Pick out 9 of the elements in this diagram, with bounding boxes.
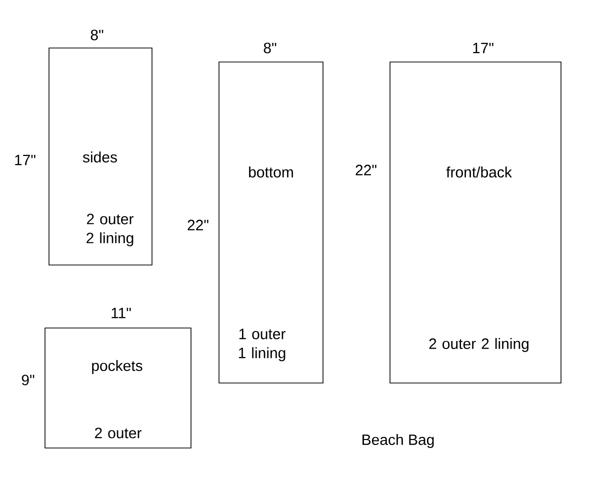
dimension-label: 22" xyxy=(188,220,208,230)
pattern-piece: bottom 1 outer 1 lining xyxy=(218,62,324,384)
pattern-piece: front/back 2 outer 2 lining xyxy=(390,62,562,384)
dimension-label: 11" xyxy=(112,308,131,318)
pattern-piece: pockets 2 outer xyxy=(44,328,192,448)
pattern-piece: sides 2 outer 2 lining xyxy=(48,48,152,266)
caption: Beach Bag xyxy=(362,434,434,448)
dimension-label: 22" xyxy=(356,164,376,176)
dimension-label: 17" xyxy=(15,154,36,166)
